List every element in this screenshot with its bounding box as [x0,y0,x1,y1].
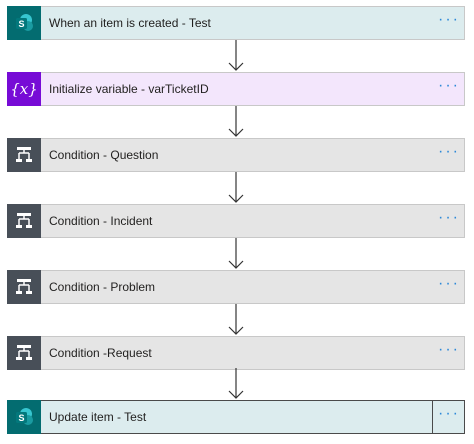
sharepoint-icon: S [7,399,41,434]
step-label: Condition - Incident [49,214,153,228]
step-label: Condition -Request [49,346,152,360]
svg-text:S: S [18,413,24,423]
step-label: Condition - Question [49,148,159,162]
ellipsis-icon: ··· [438,209,460,226]
svg-text:S: S [18,19,24,29]
step-label: When an item is created - Test [49,16,211,30]
step-label: Update item - Test [49,410,147,424]
more-options-button[interactable]: ··· [434,138,464,172]
condition-icon [7,269,41,304]
step-trigger[interactable]: S When an item is created - Test ··· [7,5,465,40]
condition-icon [7,137,41,172]
ellipsis-icon: ··· [438,341,460,358]
arrow-down-icon [228,368,244,399]
ellipsis-icon: ··· [438,275,460,292]
more-options-button[interactable]: ··· [434,400,464,434]
step-condition-problem[interactable]: Condition - Problem ··· [7,269,465,304]
more-options-button[interactable]: ··· [434,72,464,106]
step-initialize-variable[interactable]: {x} Initialize variable - varTicketID ··… [7,71,465,106]
ellipsis-icon: ··· [438,143,460,160]
more-options-button[interactable]: ··· [434,336,464,370]
step-condition-question[interactable]: Condition - Question ··· [7,137,465,172]
more-options-button[interactable]: ··· [434,270,464,304]
ellipsis-icon: ··· [438,405,460,422]
step-condition-incident[interactable]: Condition - Incident ··· [7,203,465,238]
arrow-down-icon [228,238,244,269]
ellipsis-icon: ··· [438,11,460,28]
step-condition-request[interactable]: Condition -Request ··· [7,335,465,370]
step-label: Condition - Problem [49,280,156,294]
ellipsis-icon: ··· [438,77,460,94]
more-options-button[interactable]: ··· [434,204,464,238]
condition-icon [7,203,41,238]
arrow-down-icon [228,106,244,137]
arrow-down-icon [228,304,244,335]
variable-icon: {x} [7,71,41,106]
step-label: Initialize variable - varTicketID [49,82,209,96]
divider [432,400,433,434]
step-update-item[interactable]: S Update item - Test ··· [7,399,465,434]
sharepoint-icon: S [7,5,41,40]
arrow-down-icon [228,172,244,203]
arrow-down-icon [228,40,244,71]
more-options-button[interactable]: ··· [434,6,464,40]
condition-icon [7,335,41,370]
